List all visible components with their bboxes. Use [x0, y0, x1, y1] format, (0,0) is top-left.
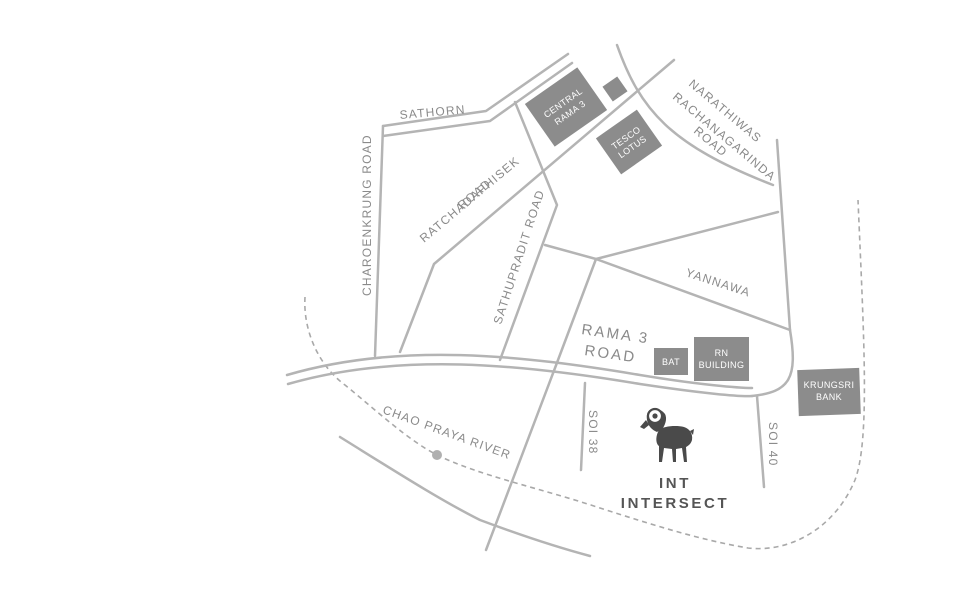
ratchadaphisek-road-line — [398, 58, 676, 354]
sathorn-label: SATHORN — [399, 102, 466, 122]
narathiwas-road-line — [615, 43, 775, 187]
sathorn-road-line — [381, 52, 570, 128]
riverbank-road-line — [338, 435, 592, 558]
chao-praya-river-line — [304, 199, 866, 550]
small-building — [602, 76, 628, 102]
rama3-road-line-2 — [286, 363, 754, 398]
building-bat: BAT — [654, 348, 688, 375]
bat-label: BAT — [662, 357, 680, 367]
rn-label: RN — [715, 348, 729, 358]
rama3-road-line — [285, 353, 754, 390]
river-marker-dot — [432, 450, 442, 460]
building-rn: RN BUILDING — [694, 337, 749, 381]
soi38-road-line — [579, 381, 587, 472]
krungsri-label: KRUNGSRI — [804, 380, 855, 390]
rn-label-2: BUILDING — [699, 360, 745, 370]
diagonal-road-line — [484, 257, 598, 552]
sathupradit-road-line — [498, 100, 559, 362]
building-tesco-lotus: TESCO LOTUS — [595, 109, 663, 175]
ratchadaphisek-label-2: ROAD — [455, 176, 494, 212]
soi40-road-line — [755, 394, 766, 489]
soi40-label: SOI 40 — [766, 422, 780, 467]
brand-name: INTERSECT — [621, 495, 729, 512]
building-central-rama3: CENTRAL RAMA 3 — [524, 67, 608, 147]
krungsri-label-2: BANK — [816, 392, 842, 402]
road-network — [285, 43, 794, 558]
connector-road-line — [543, 210, 780, 261]
building-krungsri-bank: KRUNGSRI BANK — [797, 367, 861, 417]
charoenkrung-label: CHAROENKRUNG ROAD — [360, 134, 374, 296]
brand-short: INT — [659, 475, 691, 492]
rama3-label-2: ROAD — [583, 342, 637, 366]
yannawa-road-line — [594, 257, 792, 332]
sathorn-road-line-2 — [381, 61, 574, 138]
soi38-label: SOI 38 — [586, 410, 600, 455]
river-label: CHAO PRAYA RIVER — [381, 403, 513, 462]
ram-icon — [640, 407, 694, 462]
charoenkrung-road-line — [373, 124, 385, 358]
eastern-road-line — [750, 138, 794, 398]
